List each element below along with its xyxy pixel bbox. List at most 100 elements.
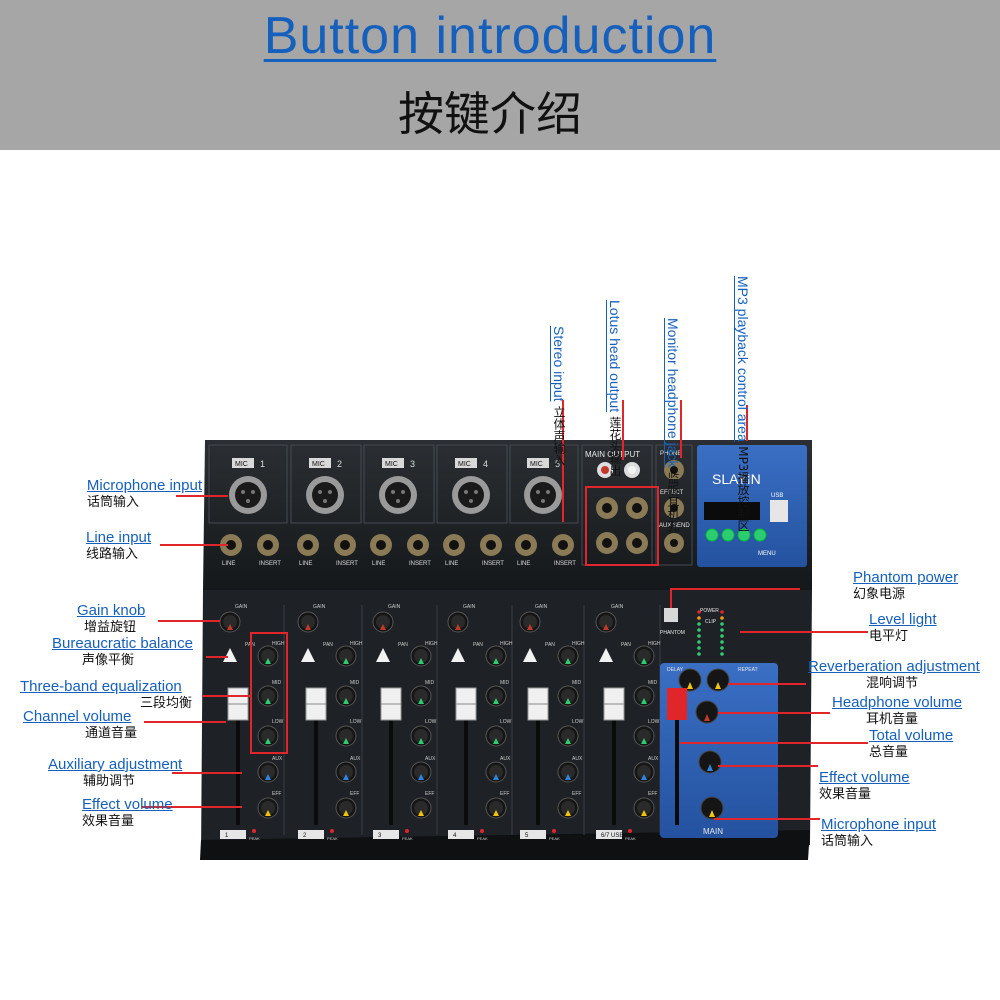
level-led bbox=[720, 622, 724, 626]
leader-line bbox=[714, 818, 820, 820]
mic-label-plate bbox=[527, 458, 549, 468]
mic-label: MIC bbox=[235, 461, 248, 468]
insert-label: INSERT bbox=[409, 561, 431, 567]
svg-text:AUX SEND: AUX SEND bbox=[659, 523, 690, 529]
svg-text:LOW: LOW bbox=[425, 719, 437, 725]
mic-label-plate bbox=[309, 458, 331, 468]
svg-text:PEAK: PEAK bbox=[402, 836, 413, 841]
svg-text:PEAK: PEAK bbox=[625, 836, 636, 841]
svg-text:AUX: AUX bbox=[350, 756, 361, 762]
pan-knob bbox=[523, 648, 537, 662]
channel-number: 1 bbox=[260, 459, 265, 469]
svg-text:AUX: AUX bbox=[500, 756, 511, 762]
fader-track bbox=[389, 700, 393, 825]
channel-number: 4 bbox=[483, 459, 488, 469]
svg-text:GAIN: GAIN bbox=[463, 604, 476, 610]
channel-number: 2 bbox=[337, 459, 342, 469]
leader-line bbox=[740, 631, 868, 633]
leader-line bbox=[746, 405, 748, 441]
level-led bbox=[720, 652, 724, 656]
svg-text:EFF: EFF bbox=[350, 791, 359, 797]
svg-text:MID: MID bbox=[272, 680, 282, 686]
svg-text:EFF: EFF bbox=[572, 791, 581, 797]
fader-number: 6/7 USB bbox=[601, 833, 623, 839]
level-led bbox=[697, 616, 701, 620]
input-section bbox=[208, 444, 579, 524]
leader-line bbox=[202, 695, 252, 697]
fader-track bbox=[536, 700, 540, 825]
fader-number: 2 bbox=[303, 833, 307, 839]
svg-text:GAIN: GAIN bbox=[313, 604, 326, 610]
svg-text:GAIN: GAIN bbox=[388, 604, 401, 610]
leader-line bbox=[622, 400, 624, 460]
svg-text:GAIN: GAIN bbox=[611, 604, 624, 610]
svg-text:MAIN: MAIN bbox=[703, 827, 723, 836]
leader-line bbox=[206, 656, 228, 658]
fader-track bbox=[612, 700, 616, 825]
eq-highlight-box bbox=[250, 632, 288, 754]
mic-label: MIC bbox=[530, 461, 543, 468]
svg-text:GAIN: GAIN bbox=[235, 604, 248, 610]
svg-text:LOW: LOW bbox=[350, 719, 362, 725]
svg-text:MID: MID bbox=[350, 680, 360, 686]
level-led bbox=[697, 610, 701, 614]
svg-text:AUX: AUX bbox=[425, 756, 436, 762]
peak-led bbox=[405, 829, 409, 833]
svg-text:POWER: POWER bbox=[700, 608, 719, 614]
line-label: LINE bbox=[517, 561, 530, 567]
insert-label: INSERT bbox=[554, 561, 576, 567]
fader-track bbox=[314, 700, 318, 825]
svg-text:USB: USB bbox=[771, 493, 783, 499]
mic-label-plate bbox=[455, 458, 477, 468]
leader-line bbox=[680, 742, 868, 744]
leader-line bbox=[718, 712, 830, 714]
svg-text:EFF: EFF bbox=[425, 791, 434, 797]
svg-text:AUX: AUX bbox=[572, 756, 583, 762]
svg-text:HIGH: HIGH bbox=[500, 641, 513, 647]
line-label: LINE bbox=[222, 561, 235, 567]
svg-text:LOW: LOW bbox=[572, 719, 584, 725]
peak-led bbox=[628, 829, 632, 833]
svg-text:PEAK: PEAK bbox=[477, 836, 488, 841]
svg-text:GAIN: GAIN bbox=[535, 604, 548, 610]
svg-text:DELAY: DELAY bbox=[667, 667, 684, 673]
svg-text:EFF: EFF bbox=[500, 791, 509, 797]
leader-line bbox=[680, 400, 682, 458]
leader-line bbox=[670, 588, 800, 590]
svg-text:HIGH: HIGH bbox=[572, 641, 585, 647]
repeat-knob bbox=[706, 668, 730, 692]
svg-text:AUX: AUX bbox=[272, 756, 283, 762]
page-subtitle: 按键介绍 bbox=[398, 87, 582, 141]
svg-text:REPEAT: REPEAT bbox=[738, 667, 758, 673]
mic-label: MIC bbox=[385, 461, 398, 468]
label-mp3-area: MP3 playback control area MP3播放控制区 bbox=[735, 276, 751, 532]
svg-text:AUX: AUX bbox=[648, 756, 659, 762]
svg-text:PAN: PAN bbox=[473, 642, 483, 648]
svg-text:EFF: EFF bbox=[272, 791, 281, 797]
aux-master-knob bbox=[698, 750, 722, 774]
svg-text:MAIN OUTPUT: MAIN OUTPUT bbox=[585, 450, 640, 459]
leader-line bbox=[670, 588, 672, 608]
channel-number: 3 bbox=[410, 459, 415, 469]
fader-number: 4 bbox=[453, 833, 457, 839]
svg-text:PAN: PAN bbox=[323, 642, 333, 648]
level-led bbox=[697, 640, 701, 644]
svg-text:PAN: PAN bbox=[545, 642, 555, 648]
level-led bbox=[720, 610, 724, 614]
pan-knob bbox=[223, 648, 237, 662]
svg-text:HIGH: HIGH bbox=[648, 641, 661, 647]
svg-text:LOW: LOW bbox=[648, 719, 660, 725]
pan-knob bbox=[376, 648, 390, 662]
fader-number: 5 bbox=[525, 833, 529, 839]
